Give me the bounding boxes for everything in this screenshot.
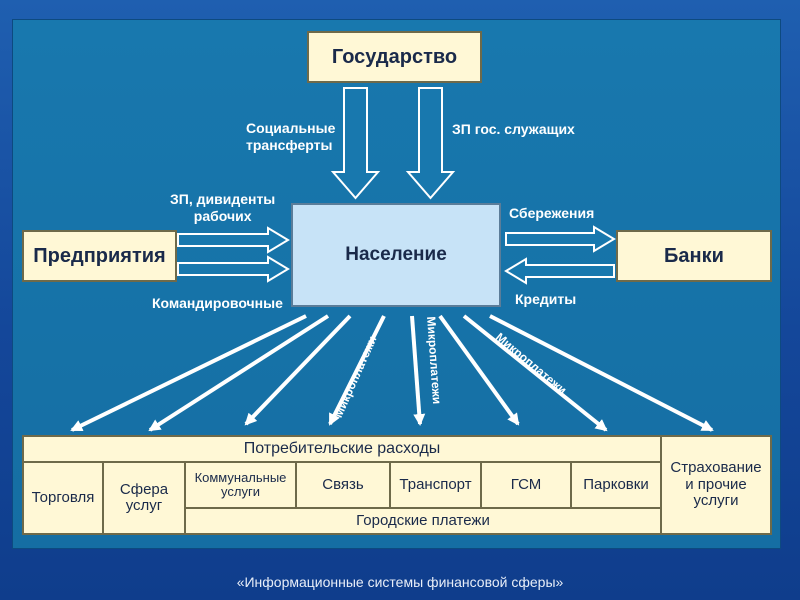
services-cell: Сфера услуг <box>102 461 186 535</box>
fuel-cell: ГСМ <box>480 461 572 509</box>
transport-label: Транспорт <box>399 475 472 493</box>
communication-label: Связь <box>322 475 364 493</box>
arrow-wages <box>177 226 290 254</box>
fuel-label: ГСМ <box>510 475 542 493</box>
utilities-cell: Коммунальные услуги <box>184 461 297 509</box>
utilities-line2: услуги <box>221 484 260 499</box>
arrow-fan-3 <box>244 314 352 426</box>
urban-payments-cell: Городские платежи <box>184 507 662 535</box>
arrow-fan-8 <box>489 314 714 432</box>
services-line1: Сфера <box>119 480 169 498</box>
wages-label: ЗП, дивиденты рабочих <box>170 191 275 225</box>
arrow-fan-7 <box>462 314 608 432</box>
civil-salary-label: ЗП гос. служащих <box>452 121 575 137</box>
transport-cell: Транспорт <box>389 461 482 509</box>
arrow-civil-salary <box>405 87 456 200</box>
services-line2: услуг <box>125 497 163 514</box>
social-transfers-label: Социальные трансферты <box>246 120 335 154</box>
parking-cell: Парковки <box>570 461 662 509</box>
arrow-fan-5 <box>410 315 426 426</box>
insurance-cell: Страхование и прочие услуги <box>660 435 772 535</box>
arrow-social-transfers <box>330 87 381 200</box>
arrow-fan-6 <box>438 314 520 426</box>
arrow-fan-2 <box>148 314 330 432</box>
insurance-line3: услуги <box>693 492 739 510</box>
parking-label: Парковки <box>583 475 649 493</box>
enterprises-label: Предприятия <box>33 244 166 267</box>
state-label: Государство <box>331 45 458 68</box>
insurance-line1: Страхование <box>670 459 762 477</box>
credits-label: Кредиты <box>515 291 577 307</box>
social-transfers-line2: трансферты <box>246 136 333 153</box>
travel-label: Командировочные <box>152 295 283 311</box>
utilities-line1: Коммунальные <box>194 469 287 485</box>
arrow-fan-4 <box>328 315 386 426</box>
savings-label: Сбережения <box>509 205 595 221</box>
state-box: Государство <box>307 31 482 83</box>
population-box: Население <box>291 203 501 307</box>
arrow-fan-1 <box>70 314 307 432</box>
population-label: Население <box>345 244 447 265</box>
banks-box: Банки <box>616 230 772 282</box>
arrow-savings <box>505 225 616 253</box>
social-transfers-line1: Социальные <box>246 120 336 136</box>
consumer-expenses-header: Потребительские расходы <box>22 435 662 463</box>
footer-caption: «Информационные системы финансовой сферы… <box>236 574 564 590</box>
trade-cell: Торговля <box>22 461 104 535</box>
urban-payments-label: Городские платежи <box>356 511 490 529</box>
banks-label: Банки <box>664 244 724 267</box>
wages-line1: ЗП, дивиденты <box>170 191 276 207</box>
enterprises-box: Предприятия <box>22 230 177 282</box>
wages-line2: рабочих <box>193 207 252 224</box>
trade-label: Торговля <box>31 488 95 506</box>
arrow-credits <box>504 257 615 285</box>
consumer-expenses-label: Потребительские расходы <box>243 440 441 458</box>
arrow-travel <box>177 255 290 283</box>
communication-cell: Связь <box>295 461 391 509</box>
insurance-line2: и прочие <box>685 475 747 493</box>
